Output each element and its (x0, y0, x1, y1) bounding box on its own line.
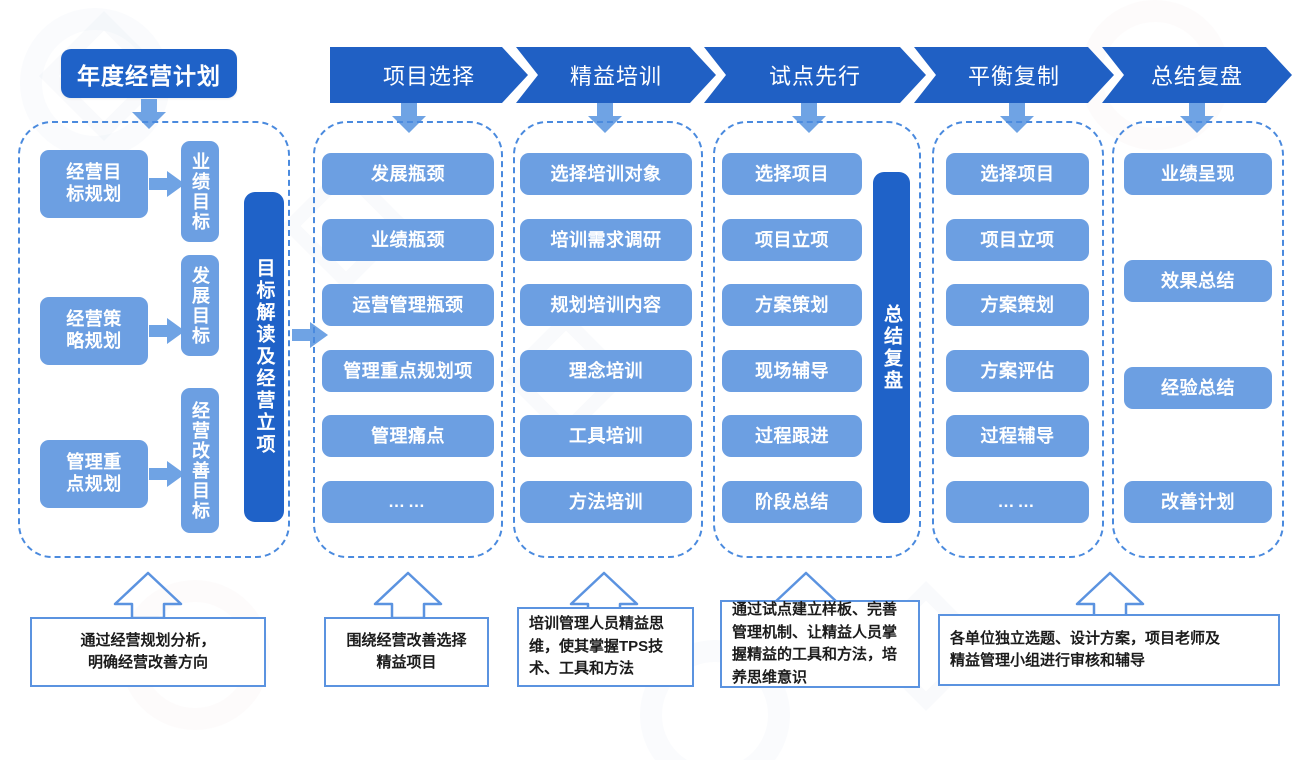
down-arrow-icon (1000, 103, 1034, 133)
goal-box-0[interactable]: 业绩目标 (181, 141, 219, 242)
caption-box-balanced-replication: 各单位独立选题、设计方案，项目老师及 精益管理小组进行审核和辅导 (938, 614, 1280, 686)
pilot-summary-review-bar[interactable]: 总结复盘 (873, 172, 910, 523)
down-arrow-icon (392, 103, 426, 133)
stage-header-project-selection[interactable]: 项目选择 (330, 47, 528, 103)
item-pilot-first-5[interactable]: 阶段总结 (722, 481, 862, 523)
down-arrow-icon (132, 99, 166, 129)
stage-header-balanced-replication[interactable]: 平衡复制 (914, 47, 1114, 103)
caption-box-project-selection: 围绕经营改善选择 精益项目 (324, 617, 489, 687)
item-project-selection-0[interactable]: 发展瓶颈 (322, 153, 494, 195)
goal-interpretation-bar[interactable]: 目标解读及经营立项 (244, 192, 284, 522)
column-container-summary-review (1112, 121, 1284, 558)
column-container-balanced-replication (932, 121, 1104, 558)
down-arrow-icon (792, 103, 826, 133)
item-balanced-replication-5[interactable]: …… (946, 481, 1089, 523)
goal-box-1[interactable]: 发展目标 (181, 255, 219, 356)
item-summary-review-2[interactable]: 经验总结 (1124, 367, 1272, 409)
item-lean-training-2[interactable]: 规划培训内容 (520, 284, 692, 326)
item-lean-training-1[interactable]: 培训需求调研 (520, 219, 692, 261)
item-project-selection-3[interactable]: 管理重点规划项 (322, 350, 494, 392)
item-project-selection-5[interactable]: …… (322, 481, 494, 523)
item-balanced-replication-4[interactable]: 过程辅导 (946, 415, 1089, 457)
item-lean-training-3[interactable]: 理念培训 (520, 350, 692, 392)
item-summary-review-0[interactable]: 业绩呈现 (1124, 153, 1272, 195)
item-pilot-first-3[interactable]: 现场辅导 (722, 350, 862, 392)
planning-box-1[interactable]: 经营策 略规划 (40, 297, 148, 365)
column-container-pilot-first (713, 121, 921, 558)
caption-box-pilot-first: 通过试点建立样板、完善 管理机制、让精益人员掌 握精益的工具和方法，培 养思维意… (720, 600, 920, 688)
item-pilot-first-0[interactable]: 选择项目 (722, 153, 862, 195)
up-arrow-icon (1074, 570, 1146, 620)
right-arrow-icon (149, 171, 185, 197)
annual-plan-title-chip: 年度经营计划 (61, 49, 237, 98)
column-container-planning (18, 121, 290, 558)
item-balanced-replication-2[interactable]: 方案策划 (946, 284, 1089, 326)
item-pilot-first-2[interactable]: 方案策划 (722, 284, 862, 326)
item-balanced-replication-3[interactable]: 方案评估 (946, 350, 1089, 392)
column-container-lean-training (513, 121, 703, 558)
item-lean-training-0[interactable]: 选择培训对象 (520, 153, 692, 195)
item-balanced-replication-1[interactable]: 项目立项 (946, 219, 1089, 261)
item-pilot-first-4[interactable]: 过程跟进 (722, 415, 862, 457)
item-lean-training-4[interactable]: 工具培训 (520, 415, 692, 457)
item-project-selection-4[interactable]: 管理痛点 (322, 415, 494, 457)
item-summary-review-1[interactable]: 效果总结 (1124, 260, 1272, 302)
down-arrow-icon (588, 103, 622, 133)
item-balanced-replication-0[interactable]: 选择项目 (946, 153, 1089, 195)
caption-box-lean-training: 培训管理人员精益思 维，使其掌握TPS技 术、工具和方法 (517, 607, 694, 687)
up-arrow-icon (112, 570, 184, 620)
item-summary-review-3[interactable]: 改善计划 (1124, 481, 1272, 523)
right-arrow-icon (149, 461, 185, 487)
right-arrow-icon (149, 318, 185, 344)
item-project-selection-1[interactable]: 业绩瓶颈 (322, 219, 494, 261)
planning-box-2[interactable]: 管理重 点规划 (40, 440, 148, 508)
item-pilot-first-1[interactable]: 项目立项 (722, 219, 862, 261)
column-container-project-selection (313, 121, 503, 558)
stage-header-pilot-first[interactable]: 试点先行 (704, 47, 926, 103)
item-lean-training-5[interactable]: 方法培训 (520, 481, 692, 523)
goal-box-2[interactable]: 经营改善目标 (181, 388, 219, 533)
planning-box-0[interactable]: 经营目 标规划 (40, 150, 148, 218)
item-project-selection-2[interactable]: 运营管理瓶颈 (322, 284, 494, 326)
up-arrow-icon (372, 570, 444, 620)
caption-box-planning: 通过经营规划分析， 明确经营改善方向 (30, 617, 266, 687)
down-arrow-icon (1180, 103, 1214, 133)
stage-header-lean-training[interactable]: 精益培训 (516, 47, 716, 103)
stage-header-summary-review[interactable]: 总结复盘 (1102, 47, 1292, 103)
